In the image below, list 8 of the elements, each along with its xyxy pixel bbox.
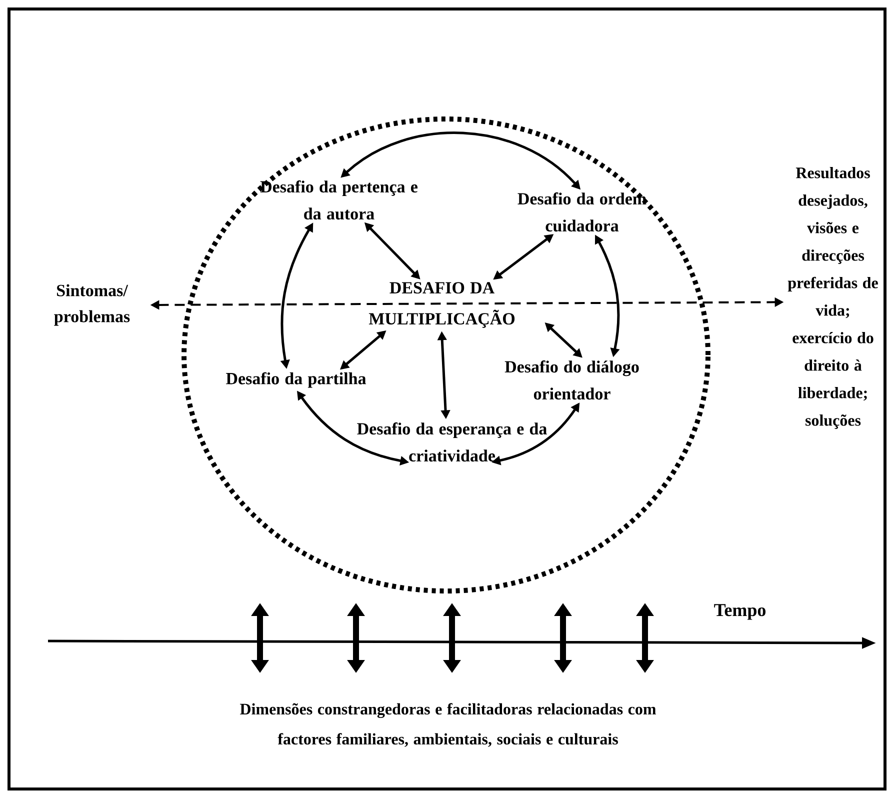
- text-label: Sintomas/ problemas: [54, 284, 130, 326]
- text-label: DESAFIO DA MULTIPLICAÇÃO: [368, 282, 515, 328]
- axis-label: Tempo: [714, 604, 766, 620]
- text-label: Desafio do diálogo orientador: [504, 360, 639, 400]
- text-label: Desafio da esperança e da criatividade: [357, 422, 547, 462]
- text-label: Desafio da partilha: [226, 372, 366, 388]
- text-label: Resultados desejados, visões e direcções preferidas de vida; exercício do direito à liberdade; soluções: [788, 167, 878, 429]
- text-label: Dimensões constrangedoras e facilitadoras relacionadas com factores familiares, ambientais, sociais e culturais: [240, 703, 656, 747]
